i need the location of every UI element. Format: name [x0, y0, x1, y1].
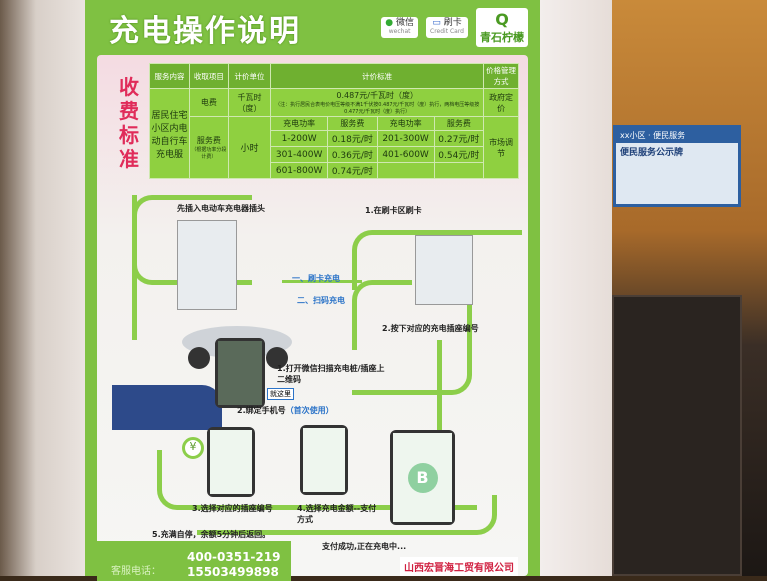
flow-line — [282, 280, 362, 283]
fee: 0.36元/时 — [327, 146, 378, 163]
wall-sign-title: 便民服务公示牌 — [620, 148, 684, 158]
empty-cell — [376, 162, 435, 179]
table-row: 601-800W 0.74元/时 — [150, 162, 519, 179]
fee: 0.18元/时 — [327, 130, 378, 147]
power-range: 401-600W — [376, 146, 435, 163]
th-unit: 计价单位 — [227, 63, 272, 89]
sub-header: 充电功率 — [376, 116, 435, 131]
power-range: 1-200W — [270, 130, 329, 147]
step-scan-1: 1.打开微信扫描充电桩/插座上二维码 — [277, 364, 385, 384]
fee: 0.54元/时 — [433, 146, 485, 163]
sub-header: 充电功率 — [270, 116, 329, 131]
method-card: 一、刷卡充电 — [292, 274, 340, 283]
hand-illustration — [112, 385, 222, 430]
flow-line — [437, 340, 442, 460]
electricity-unit: 千瓦时（度） — [227, 88, 272, 117]
step-plug-in: 先插入电动车充电器插头 — [177, 204, 265, 213]
flow-line — [197, 495, 497, 535]
phone-charging: B — [390, 430, 455, 525]
wall-sign: xx小区 · 便民服务 便民服务公示牌 — [613, 125, 741, 207]
charging-station-illustration — [177, 220, 237, 310]
brand-q-icon: Q — [495, 10, 509, 29]
charging-icon: B — [407, 462, 438, 493]
fee: 0.27元/时 — [433, 130, 485, 147]
service-content: 居民住宅小区内电动自行车充电服 — [149, 88, 190, 179]
electricity-management: 政府定价 — [483, 88, 519, 117]
phone-here-label: 就这里 — [267, 388, 294, 400]
service-fee-item: 服务费（根据功率分段计费） — [189, 116, 229, 179]
th-item: 收取项目 — [189, 63, 229, 89]
wall-pillar — [540, 0, 612, 576]
power-range: 601-800W — [270, 162, 329, 179]
wall-left — [0, 0, 90, 576]
charging-status: 支付成功,正在充电中... — [322, 542, 407, 551]
pricing-table: 服务内容 收取项目 计价单位 计价标准 价格管理方式 居民住宅小区内电动自行车充… — [149, 63, 519, 179]
th-management: 价格管理方式 — [483, 63, 519, 89]
yuan-icon: ¥ — [182, 437, 204, 459]
hotline-label: 客服电话： — [111, 566, 161, 577]
power-range: 301-400W — [270, 146, 329, 163]
step-scan-4: 4.选择充电金额--支付方式 — [297, 504, 377, 524]
flow-line — [352, 230, 522, 290]
step-scan-2: 2.绑定手机号（首次使用） — [237, 406, 334, 415]
card-station-illustration — [415, 235, 473, 305]
step-card-2: 2.按下对应的充电插座编号 — [382, 324, 479, 333]
sub-header: 服务费 — [327, 116, 378, 131]
sub-header: 服务费 — [433, 116, 485, 131]
electricity-price: 0.487元/千瓦时（度）（注：执行居民合表电价电压等级不满1千伏按0.487元… — [270, 88, 485, 117]
wall-sign-header: xx小区 · 便民服务 — [616, 128, 738, 143]
poster-title: 充电操作说明 — [109, 13, 301, 49]
flow-line — [352, 285, 472, 395]
credit-card-icon: ▭ — [432, 18, 441, 29]
service-fee-unit: 小时 — [227, 116, 272, 179]
step-scan-5: 5.充满自停，余额5分钟后返回。 — [152, 530, 271, 539]
empty-cell — [433, 162, 485, 179]
table-row: 301-400W 0.36元/时 401-600W 0.54元/时 — [150, 146, 519, 163]
poster-body: 收费标准 服务内容 收取项目 计价单位 计价标准 价格管理方式 居民住宅小区内电… — [97, 55, 528, 581]
th-service: 服务内容 — [149, 63, 190, 89]
door-with-bicycle — [612, 295, 742, 576]
step-card-1: 1.在刷卡区刷卡 — [365, 206, 422, 215]
service-fee-management: 市场调节 — [483, 116, 519, 179]
phone-scan — [215, 338, 265, 408]
fee: 0.74元/时 — [327, 162, 378, 179]
method-scan: 二、扫码充电 — [297, 296, 345, 305]
step-scan-3: 3.选择对应的插座编号 — [192, 504, 273, 513]
th-standard: 计价标准 — [270, 63, 485, 89]
wechat-icon: ● — [385, 18, 394, 29]
pricing-title: 收费标准 — [119, 75, 139, 171]
phone-select-amount — [300, 425, 348, 495]
power-range: 201-300W — [376, 130, 435, 147]
electricity-item: 电费 — [189, 88, 229, 117]
company-name: 山西宏晋海工贸有限公司 — [400, 557, 518, 576]
flow-line — [157, 450, 477, 510]
phone-select-socket — [207, 427, 255, 497]
